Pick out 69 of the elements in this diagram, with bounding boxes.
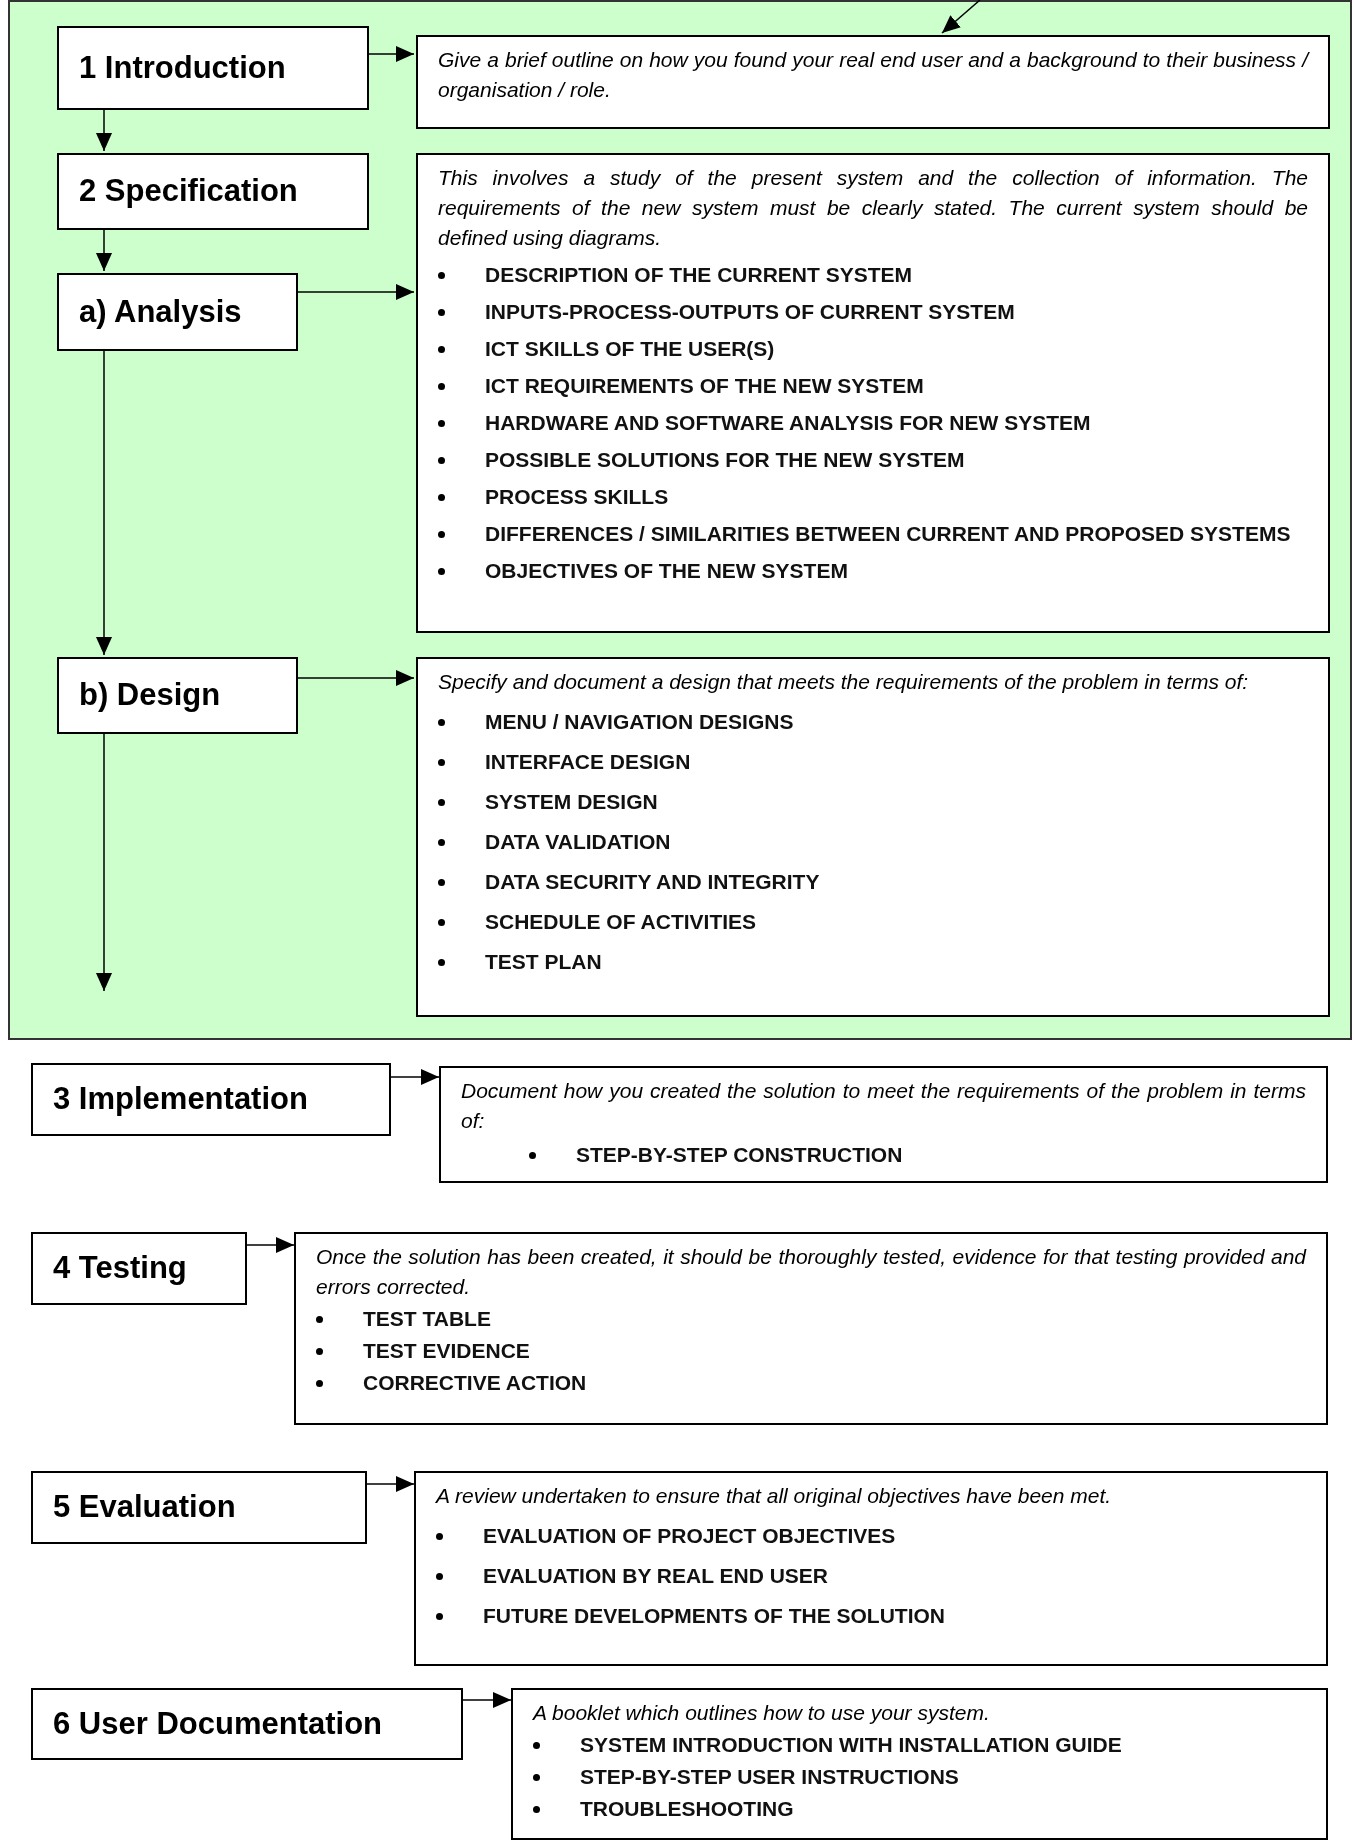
description-text: Give a brief outline on how you found your real end user and a background to their business / organisation / role. xyxy=(438,47,1308,103)
step-box xyxy=(57,153,369,230)
step-title: 3 Implementation xyxy=(53,1080,308,1119)
step-title: 2 Specification xyxy=(79,172,298,211)
bullet-item: INPUTS-PROCESS-OUTPUTS OF CURRENT SYSTEM xyxy=(485,299,1015,325)
bullet-item: DATA SECURITY AND INTEGRITY xyxy=(485,869,820,895)
arrow xyxy=(941,0,981,34)
arrow xyxy=(462,1692,512,1708)
arrow xyxy=(96,731,112,992)
description-text: A review undertaken to ensure that all original objectives have been met. xyxy=(436,1483,1113,1509)
bullet-item: INTERFACE DESIGN xyxy=(485,749,691,775)
step-title: b) Design xyxy=(79,676,221,715)
description-box xyxy=(414,1471,1328,1666)
bullet-item: CORRECTIVE ACTION xyxy=(363,1370,587,1396)
step-title: 4 Testing xyxy=(53,1249,187,1288)
section-panel xyxy=(8,0,1352,1040)
description-box xyxy=(439,1066,1328,1183)
bullet-item: SCHEDULE OF ACTIVITIES xyxy=(485,909,757,935)
bullet-item: ICT REQUIREMENTS OF THE NEW SYSTEM xyxy=(485,373,924,399)
step-box xyxy=(31,1232,247,1305)
bullet-item: TEST PLAN xyxy=(485,949,602,975)
bullet-item: EVALUATION OF PROJECT OBJECTIVES xyxy=(483,1523,896,1549)
bullet-item: MENU / NAVIGATION DESIGNS xyxy=(485,709,794,735)
arrow xyxy=(96,227,112,272)
bullet-item: HARDWARE AND SOFTWARE ANALYSIS FOR NEW SYSTEM xyxy=(485,410,1091,436)
description-text: This involves a study of the present system and the collection of information. The requirements of the new system must be clearly stated. The current system should be defined using diagrams. xyxy=(438,165,1308,251)
arrow xyxy=(246,1237,295,1253)
bullet-item: TROUBLESHOOTING xyxy=(580,1796,794,1822)
step-box xyxy=(31,1471,367,1544)
arrow xyxy=(96,348,112,656)
description-text: Once the solution has been created, it should be thoroughly tested, evidence for that testing provided and errors corrected. xyxy=(316,1244,1306,1300)
step-box xyxy=(57,657,298,734)
arrow xyxy=(96,107,112,152)
step-box xyxy=(57,273,298,351)
bullet-item: SYSTEM INTRODUCTION WITH INSTALLATION GUIDE xyxy=(580,1732,1122,1758)
bullet-item: DIFFERENCES / SIMILARITIES BETWEEN CURRENT AND PROPOSED SYSTEMS xyxy=(485,521,1291,547)
step-box xyxy=(31,1063,391,1136)
arrow xyxy=(295,284,415,300)
bullet-item: TEST EVIDENCE xyxy=(363,1338,530,1364)
bullet-item: TEST TABLE xyxy=(363,1306,491,1332)
description-box xyxy=(294,1232,1328,1425)
bullet-item: DESCRIPTION OF THE CURRENT SYSTEM xyxy=(485,262,913,288)
bullet-item: STEP-BY-STEP USER INSTRUCTIONS xyxy=(580,1764,959,1790)
arrow xyxy=(366,46,415,62)
bullet-item: ICT SKILLS OF THE USER(S) xyxy=(485,336,775,362)
bullet-item: FUTURE DEVELOPMENTS OF THE SOLUTION xyxy=(483,1603,945,1629)
arrow xyxy=(366,1476,415,1492)
bullet-item: EVALUATION BY REAL END USER xyxy=(483,1563,828,1589)
step-title: 1 Introduction xyxy=(79,48,286,87)
bullet-item: OBJECTIVES OF THE NEW SYSTEM xyxy=(485,558,848,584)
step-title: 5 Evaluation xyxy=(53,1488,236,1527)
description-box xyxy=(416,35,1330,129)
description-box xyxy=(416,657,1330,1017)
description-text: A booklet which outlines how to use your system. xyxy=(533,1700,991,1726)
description-box xyxy=(416,153,1330,633)
description-text: Specify and document a design that meets the requirements of the problem in terms of: xyxy=(438,669,1250,695)
step-title: 6 User Documentation xyxy=(53,1704,382,1743)
arrow xyxy=(390,1069,440,1085)
bullet-item: DATA VALIDATION xyxy=(485,829,671,855)
description-box xyxy=(511,1688,1328,1840)
description-text: Document how you created the solution to meet the requirements of the problem in terms of: xyxy=(461,1078,1306,1134)
step-box xyxy=(57,26,369,110)
arrow xyxy=(295,670,415,686)
bullet-item: STEP-BY-STEP CONSTRUCTION xyxy=(576,1142,903,1168)
bullet-item: POSSIBLE SOLUTIONS FOR THE NEW SYSTEM xyxy=(485,447,965,473)
step-box xyxy=(31,1688,463,1760)
step-title: a) Analysis xyxy=(79,292,242,331)
bullet-item: PROCESS SKILLS xyxy=(485,484,669,510)
bullet-item: SYSTEM DESIGN xyxy=(485,789,658,815)
